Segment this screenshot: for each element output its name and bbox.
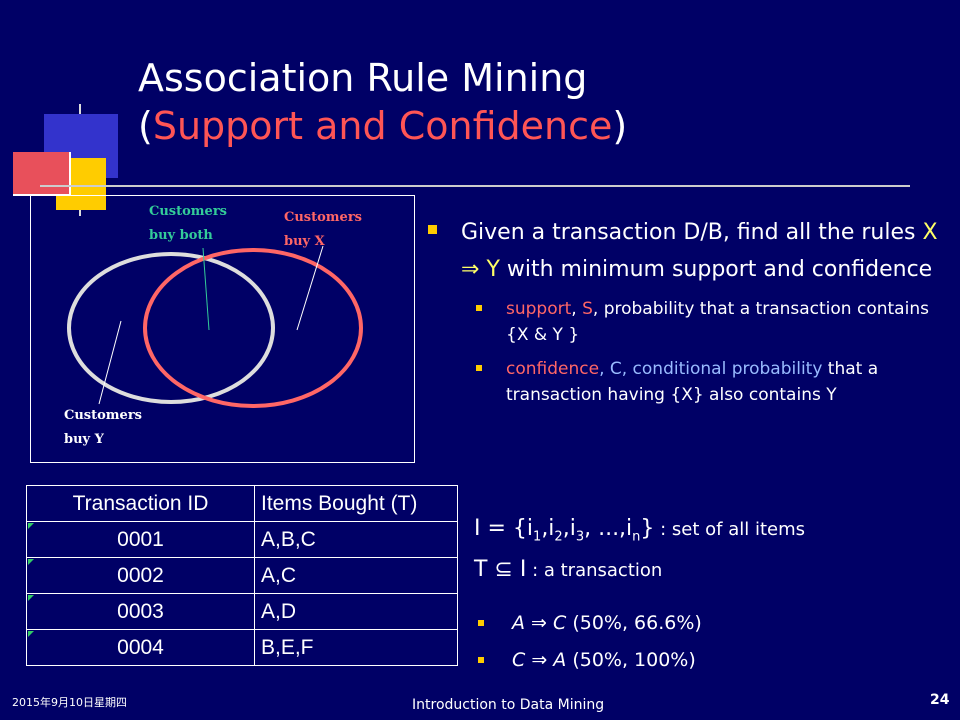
cell-marker-icon: [28, 631, 34, 637]
cell-marker-icon: [28, 523, 34, 529]
cell-marker-icon: [28, 595, 34, 601]
rule-arrow: ⇒: [525, 649, 554, 671]
title-main: Association Rule Mining: [138, 56, 588, 100]
title-subtitle: (Support and Confidence): [138, 102, 918, 150]
cell-items: A,C: [254, 557, 458, 594]
header-items-bought: Items Bought (T): [254, 485, 458, 522]
set-close: }: [640, 516, 655, 541]
decor-red-square: [13, 152, 71, 196]
set-i-description: : set of all items: [654, 519, 806, 540]
rule-value: (50%, 66.6%): [566, 612, 702, 634]
title-open-paren: (: [138, 104, 153, 148]
table-row: 0004 B,E,F: [26, 629, 458, 666]
set-sub2: 2: [554, 529, 563, 545]
label-y-line2: buy Y: [64, 432, 104, 447]
support-term: support: [506, 299, 572, 319]
slide-title: Association Rule Mining (Support and Con…: [138, 54, 918, 150]
title-sub-text: Support and Confidence: [152, 104, 613, 148]
label-both-line1: Customers: [149, 204, 227, 219]
set-t-prefix: T ⊆ I: [474, 557, 527, 583]
bullet-main-arrow: ⇒: [461, 257, 487, 282]
circle-buy-y: [67, 252, 275, 404]
table-row: 0003 A,D: [26, 593, 458, 630]
label-customers-buy-both: Customers buy both: [149, 200, 259, 248]
confidence-description2: that a transaction having {X} also conta…: [506, 359, 879, 405]
support-symbol: S: [582, 299, 593, 319]
title-close-paren: ): [612, 104, 628, 148]
confidence-symbol: C: [609, 359, 622, 379]
confidence-description1: , conditional probability: [621, 359, 823, 379]
circle-buy-x: [143, 248, 363, 408]
pointer-buy-y: [98, 320, 122, 405]
cell-id-text: 0003: [117, 599, 164, 623]
cell-items: A,D: [254, 593, 458, 630]
rule-item: A ⇒ C (50%, 66.6%): [478, 605, 948, 642]
confidence-sep: ,: [599, 359, 610, 379]
bullet-main: Given a transaction D/B, find all the ru…: [428, 214, 948, 288]
footer-date: 2015年9月10日星期四: [12, 696, 127, 709]
cell-items: B,E,F: [254, 629, 458, 666]
table-row: 0001 A,B,C: [26, 521, 458, 558]
cell-transaction-id: 0003: [26, 593, 255, 630]
set-subn: n: [632, 529, 641, 545]
rule-rhs: C: [553, 612, 567, 634]
label-customers-buy-x: Customers buy X: [284, 206, 394, 254]
support-sep: ,: [571, 299, 583, 319]
pointer-buy-both: [202, 247, 210, 331]
rule-lhs: C: [512, 649, 526, 671]
set-sub1: 1: [533, 529, 542, 545]
cell-transaction-id: 0002: [26, 557, 255, 594]
bullet-confidence: confidence, C, conditional probability t…: [428, 356, 948, 408]
set-t-description: : a transaction: [526, 560, 663, 582]
rule-item: C ⇒ A (50%, 100%): [478, 642, 948, 679]
item-set-line: I = {i1,i2,i3, ...,in} : set of all item…: [474, 512, 954, 553]
bullet-main-y: Y: [486, 257, 500, 282]
cell-id-text: 0004: [117, 635, 164, 659]
label-both-line2: buy both: [149, 228, 213, 243]
set-c3: , ...,i: [584, 516, 633, 541]
cell-id-text: 0002: [117, 563, 164, 587]
bullet-main-text1: Given a transaction D/B, find all the ru…: [461, 220, 923, 245]
cell-transaction-id: 0004: [26, 629, 255, 666]
label-customers-buy-y: Customers buy Y: [64, 404, 174, 452]
transaction-table: Transaction ID Items Bought (T) 0001 A,B…: [26, 485, 458, 666]
item-set-definitions: I = {i1,i2,i3, ...,in} : set of all item…: [474, 512, 954, 587]
cell-transaction-id: 0001: [26, 521, 255, 558]
label-x-line1: Customers: [284, 210, 362, 225]
rule-rhs: A: [553, 649, 567, 671]
bullet-list: Given a transaction D/B, find all the ru…: [428, 214, 948, 408]
venn-svg: [67, 245, 363, 408]
cell-marker-icon: [28, 559, 34, 565]
set-c1: ,i: [541, 516, 555, 541]
bullet-support: support, S, probability that a transacti…: [428, 296, 948, 348]
footer-title: Introduction to Data Mining: [412, 697, 605, 713]
rule-arrow: ⇒: [525, 612, 553, 634]
support-description: , probability that a transaction contain…: [506, 299, 929, 345]
title-divider: [40, 185, 910, 187]
cell-items: A,B,C: [254, 521, 458, 558]
cell-id-text: 0001: [117, 527, 164, 551]
transaction-line: T ⊆ I : a transaction: [474, 553, 954, 587]
set-sub3: 3: [575, 529, 585, 545]
venn-diagram: Customers buy both Customers buy X Custo…: [30, 195, 415, 463]
set-i-prefix: I = {i: [474, 516, 534, 541]
table-row: 0002 A,C: [26, 557, 458, 594]
set-c2: ,i: [562, 516, 576, 541]
label-x-line2: buy X: [284, 234, 325, 249]
rule-value: (50%, 100%): [566, 649, 696, 671]
table-header-row: Transaction ID Items Bought (T): [26, 485, 458, 522]
label-y-line1: Customers: [64, 408, 142, 423]
bullet-main-x: X: [922, 220, 938, 245]
page-number: 24: [930, 692, 950, 708]
pointer-buy-x: [296, 245, 324, 331]
confidence-term: confidence: [506, 359, 600, 379]
rule-lhs: A: [512, 612, 525, 634]
header-transaction-id: Transaction ID: [26, 485, 255, 522]
rules-list: A ⇒ C (50%, 66.6%) C ⇒ A (50%, 100%): [478, 605, 948, 679]
bullet-main-text2: with minimum support and confidence: [499, 257, 933, 282]
